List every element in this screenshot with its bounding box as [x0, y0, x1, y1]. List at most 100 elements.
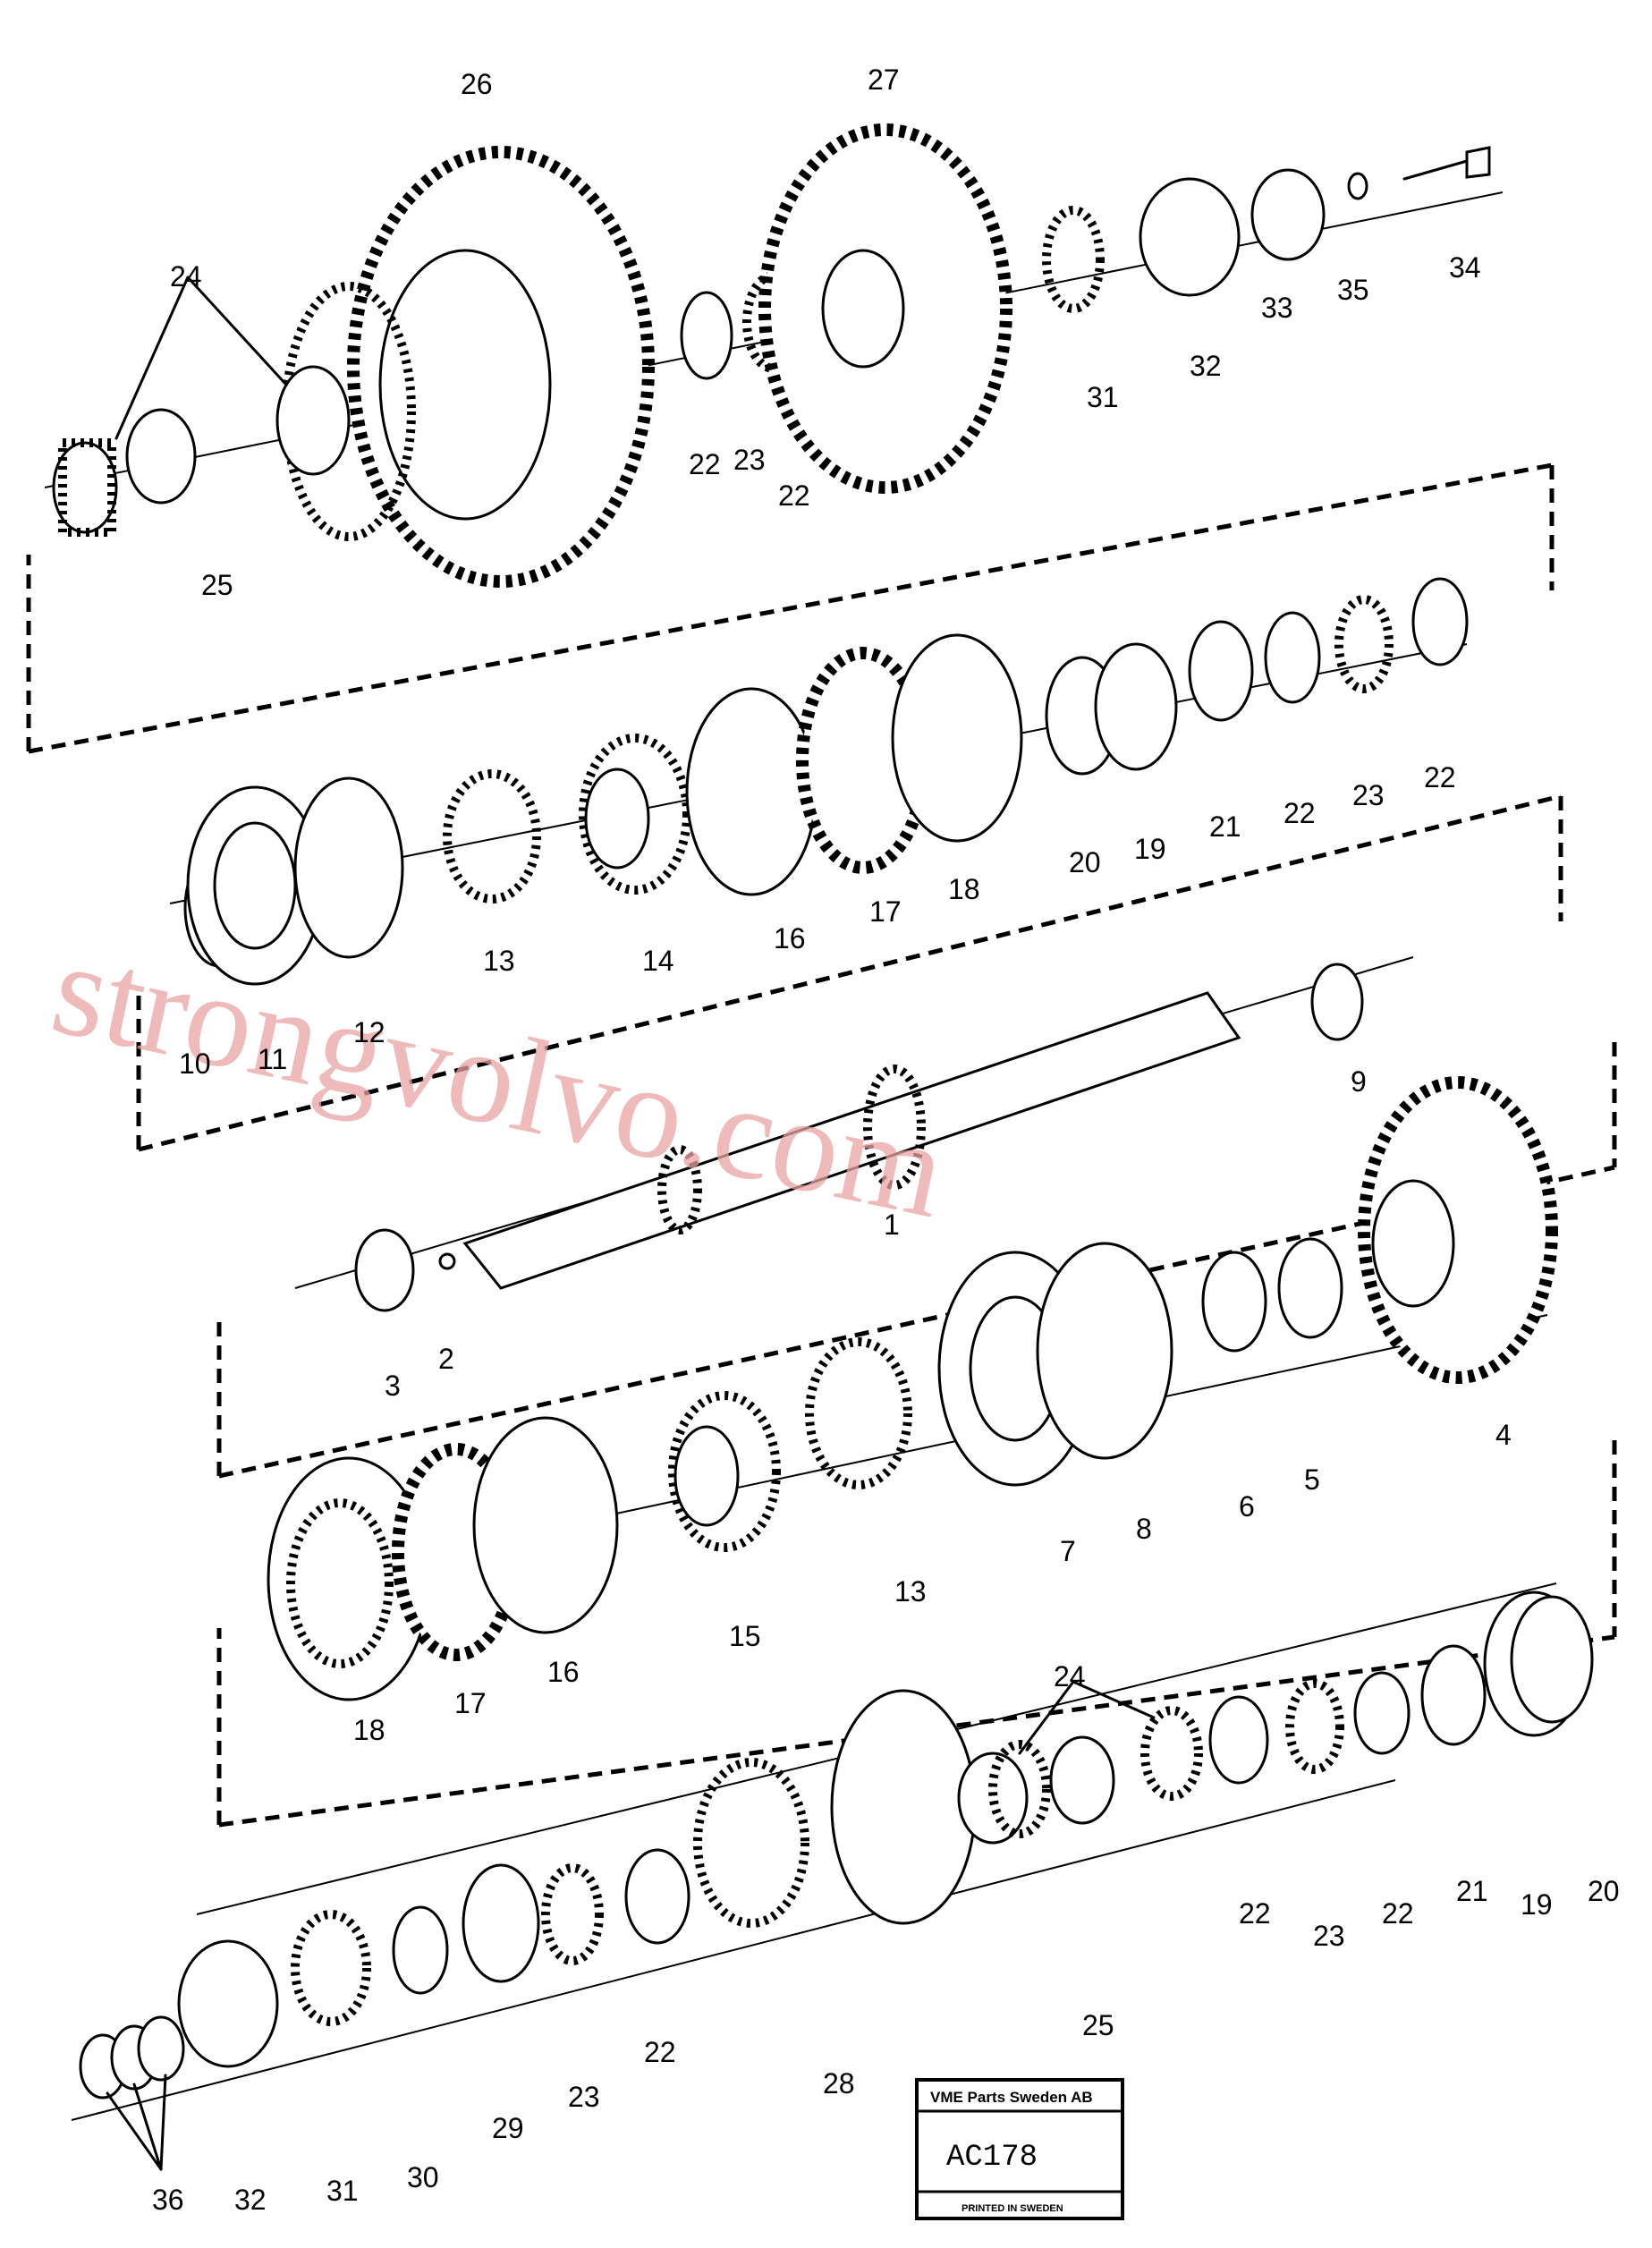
label-32b: 32 — [234, 2184, 267, 2216]
stamp-note: PRINTED IN SWEDEN — [962, 2203, 1063, 2214]
cap-33 — [1250, 168, 1326, 261]
label-26: 26 — [461, 68, 493, 100]
label-11: 11 — [258, 1043, 287, 1075]
washer-22d — [1353, 1671, 1411, 1755]
ring-19 — [1094, 642, 1178, 771]
label-23c: 23 — [1313, 1920, 1345, 1952]
label-18b: 18 — [353, 1714, 385, 1746]
label-9: 9 — [1351, 1065, 1367, 1098]
label-23d: 23 — [568, 2081, 600, 2113]
spring-13b — [805, 1337, 912, 1489]
washer-21 — [1188, 620, 1254, 722]
label-20: 20 — [1069, 846, 1101, 878]
spacer-sleeve-25 — [125, 408, 197, 505]
row7-parts — [79, 1848, 690, 2100]
label-4: 4 — [1495, 1419, 1512, 1451]
pinion-31 — [1042, 206, 1105, 313]
stamp-company: VME Parts Sweden AB — [930, 2089, 1093, 2106]
publisher-stamp: VME Parts Sweden AB AC178 PRINTED IN SWE… — [915, 2078, 1124, 2220]
ball-2 — [438, 1252, 456, 1270]
label-19: 19 — [1134, 833, 1166, 865]
label-27: 27 — [868, 64, 900, 96]
spacer-25b — [1049, 1735, 1115, 1825]
label-14: 14 — [642, 945, 674, 977]
label-17b: 17 — [454, 1687, 487, 1719]
washer-22c — [1208, 1695, 1269, 1785]
washer-6 — [1201, 1251, 1267, 1353]
label-30: 30 — [407, 2161, 439, 2193]
label-22b: 22 — [778, 479, 810, 512]
ring-36c — [137, 2015, 185, 2082]
label-3: 3 — [385, 1370, 401, 1402]
row6-parts — [693, 1591, 1594, 1928]
washer-22 — [1264, 611, 1321, 704]
label-6: 6 — [1239, 1490, 1255, 1523]
ring-9 — [1310, 963, 1364, 1041]
label-31: 31 — [1087, 381, 1119, 413]
label-22d: 22 — [1424, 761, 1456, 793]
label-17: 17 — [869, 895, 902, 928]
washer-22e — [624, 1848, 690, 1945]
label-25b: 25 — [1082, 2009, 1114, 2041]
row4-parts — [805, 1076, 1558, 1489]
label-32: 32 — [1190, 350, 1222, 382]
needle-bearing-24c — [1140, 1706, 1203, 1801]
label-22g: 22 — [644, 2036, 676, 2068]
label-23b: 23 — [1352, 779, 1385, 811]
label-19b: 19 — [1521, 1888, 1553, 1921]
hub-14 — [579, 734, 691, 895]
label-22a: 22 — [689, 448, 721, 480]
label-13: 13 — [483, 945, 515, 977]
label-22f: 22 — [1382, 1897, 1414, 1930]
row3-parts — [354, 963, 1364, 1312]
spring-13 — [443, 769, 541, 903]
label-16: 16 — [774, 922, 806, 954]
label-24b: 24 — [1054, 1660, 1086, 1692]
label-25: 25 — [201, 569, 233, 601]
hub-15 — [668, 1391, 781, 1552]
label-2: 2 — [438, 1343, 454, 1375]
label-23: 23 — [733, 444, 766, 476]
label-8: 8 — [1136, 1513, 1152, 1545]
ring-5 — [1277, 1237, 1343, 1339]
thrust-bearing-23c — [1285, 1679, 1344, 1774]
label-24: 24 — [170, 260, 202, 293]
label-21b: 21 — [1456, 1875, 1488, 1907]
bearing-32b — [177, 1939, 279, 2068]
disc-18 — [891, 633, 1023, 843]
bolt-34 — [1402, 146, 1491, 181]
label-33: 33 — [1261, 292, 1293, 324]
seal-12 — [293, 776, 404, 959]
washer-22b — [1411, 577, 1469, 666]
washer-21b — [1420, 1644, 1487, 1746]
label-15: 15 — [729, 1620, 761, 1652]
label-16b: 16 — [547, 1656, 580, 1688]
row5-parts — [267, 1391, 781, 1701]
bearing-29 — [462, 1863, 540, 1983]
ring-3 — [354, 1228, 415, 1312]
label-34: 34 — [1449, 251, 1481, 284]
stamp-code: AC178 — [946, 2141, 1038, 2175]
part-number-labels: 26 27 24 25 22 23 22 31 32 33 35 34 10 1… — [152, 64, 1620, 2216]
label-36: 36 — [152, 2184, 184, 2216]
bearing-32 — [1139, 177, 1241, 297]
washer-22 — [680, 291, 733, 380]
label-5: 5 — [1304, 1463, 1320, 1496]
label-13b: 13 — [894, 1575, 927, 1608]
disc-16b — [472, 1416, 619, 1634]
needle-bearing-24b — [957, 1752, 1029, 1845]
pinion-31b — [291, 1910, 371, 2026]
thrust-bearing-23d — [541, 1863, 604, 1965]
label-1: 1 — [884, 1209, 900, 1241]
label-35: 35 — [1337, 274, 1369, 306]
disc-16 — [685, 687, 818, 896]
washer-35 — [1347, 172, 1368, 200]
label-28: 28 — [823, 2067, 855, 2100]
snap-ring-30 — [392, 1905, 449, 1995]
needle-bearing-24 — [52, 441, 118, 534]
label-29: 29 — [492, 2112, 524, 2144]
leader-lines — [106, 276, 1156, 2171]
thrust-bearing-23 — [1334, 595, 1394, 693]
label-20b: 20 — [1588, 1875, 1620, 1907]
